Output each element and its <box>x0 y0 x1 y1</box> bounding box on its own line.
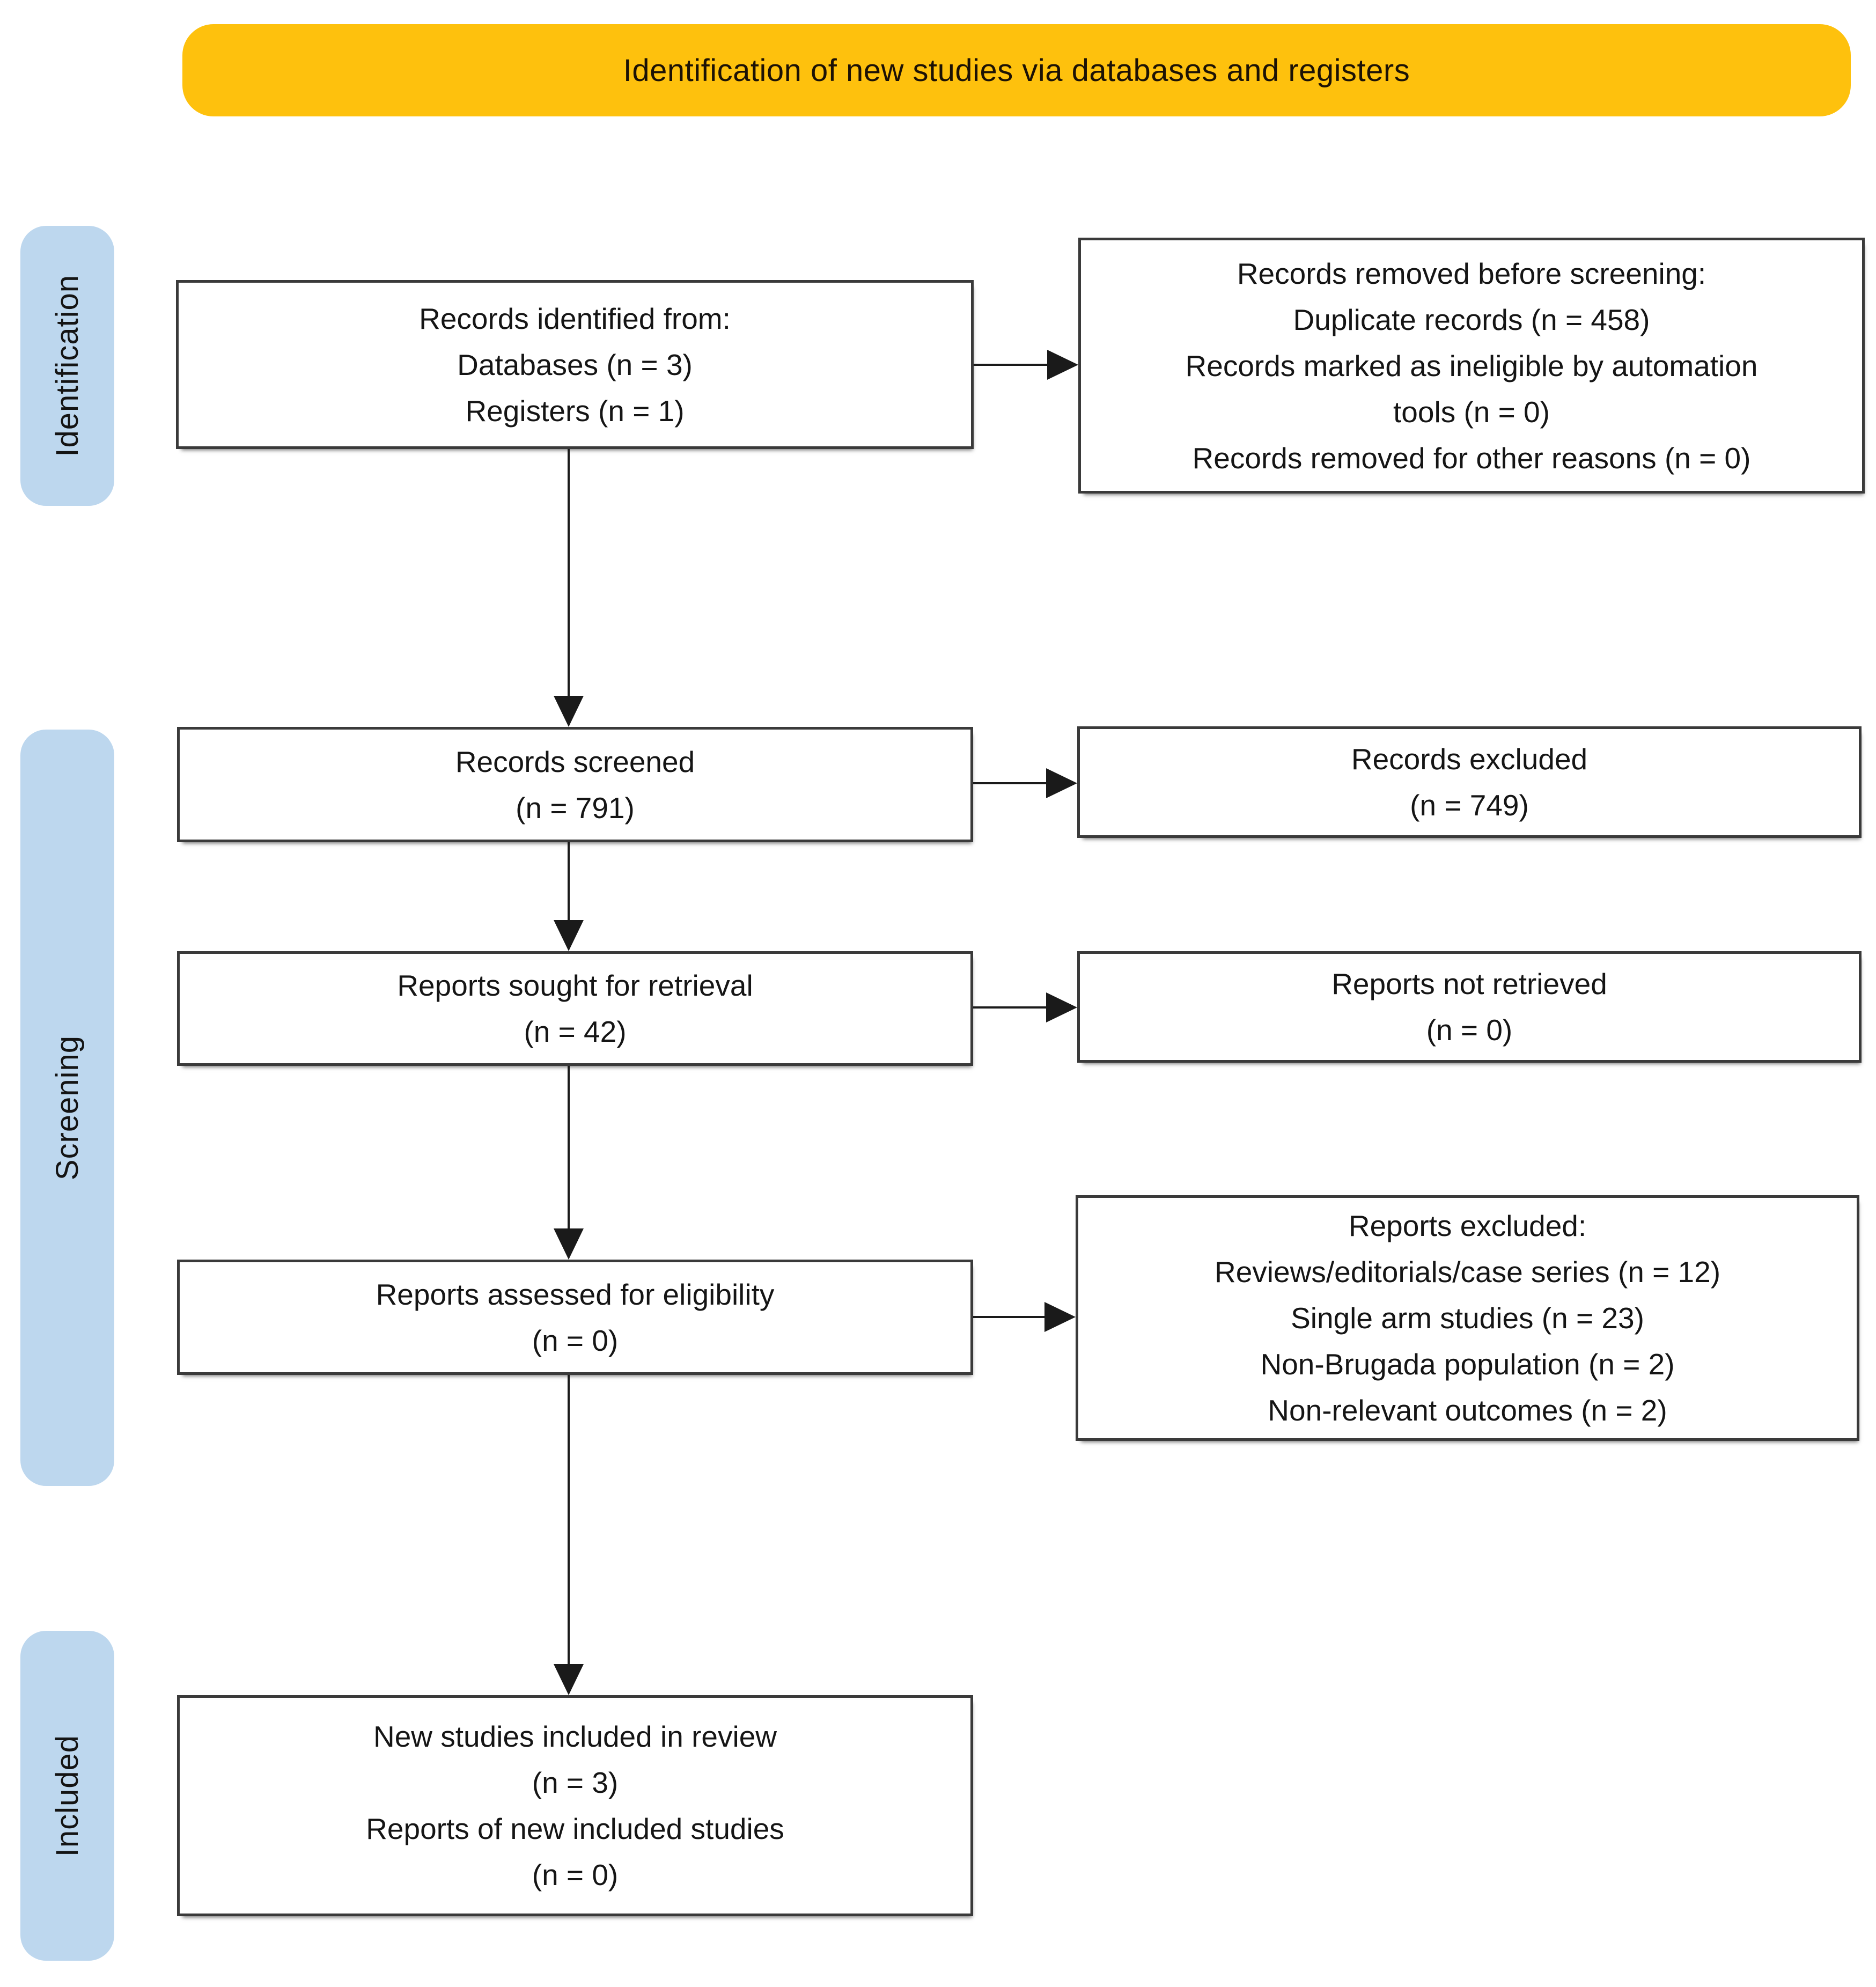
text-line: Registers (n = 1) <box>465 394 685 428</box>
box-text: Records removed before screening: Duplic… <box>1081 251 1862 481</box>
text-line: (n = 42) <box>524 1015 627 1048</box>
connector-line-screened-to-sought <box>568 842 570 921</box>
text-line: Duplicate records (n = 458) <box>1293 303 1650 336</box>
text-line: New studies included in review <box>373 1720 777 1753</box>
title-banner-label: Identification of new studies via databa… <box>623 53 1410 88</box>
text-line: Databases (n = 3) <box>457 348 693 381</box>
arrow-down-icon <box>554 1664 584 1695</box>
box-reports-excluded: Reports excluded: Reviews/editorials/cas… <box>1076 1195 1859 1441</box>
box-text: Records screened (n = 791) <box>180 739 970 831</box>
text-line: Non-Brugada population (n = 2) <box>1260 1348 1675 1381</box>
stage-tab-screening: Screening <box>20 730 114 1486</box>
text-line: Records excluded <box>1351 742 1588 776</box>
stage-tab-label: Screening <box>50 1035 85 1181</box>
box-text: Records excluded (n = 749) <box>1080 736 1859 828</box>
text-line: Reports not retrieved <box>1331 967 1607 1000</box>
arrow-down-icon <box>554 696 584 727</box>
connector-line-sought-to-assessed <box>568 1066 570 1230</box>
text-line: Records screened <box>455 745 695 778</box>
box-text: Reports sought for retrieval (n = 42) <box>180 962 970 1055</box>
text-line: Records removed before screening: <box>1237 256 1706 290</box>
stage-tab-included: Included <box>20 1631 114 1961</box>
text-line: Reviews/editorials/case series (n = 12) <box>1214 1255 1721 1289</box>
connector-line-identified-to-removed <box>974 364 1047 366</box>
box-text: Records identified from: Databases (n = … <box>179 296 971 434</box>
arrow-right-icon <box>1044 1302 1076 1332</box>
text-line: (n = 3) <box>532 1766 619 1799</box>
box-records-excluded: Records excluded (n = 749) <box>1077 726 1862 838</box>
arrow-right-icon <box>1046 768 1077 798</box>
text-line: (n = 0) <box>532 1858 619 1892</box>
text-line: (n = 749) <box>1410 789 1529 822</box>
text-line: Reports of new included studies <box>366 1812 784 1845</box>
connector-line-assessed-to-included <box>568 1375 570 1665</box>
text-line: Single arm studies (n = 23) <box>1291 1301 1644 1335</box>
arrow-right-icon <box>1046 992 1077 1022</box>
stage-tab-label: Identification <box>50 275 85 457</box>
text-line: Reports assessed for eligibility <box>376 1277 775 1311</box>
box-text: Reports not retrieved (n = 0) <box>1080 961 1859 1053</box>
text-line: Non-relevant outcomes (n = 2) <box>1268 1394 1667 1427</box>
text-line: (n = 0) <box>532 1323 619 1357</box>
text-line: Records identified from: <box>419 301 731 335</box>
box-records-identified: Records identified from: Databases (n = … <box>176 280 974 449</box>
connector-line-identified-to-screened <box>568 449 570 699</box>
box-text: Reports excluded: Reviews/editorials/cas… <box>1078 1203 1857 1433</box>
box-reports-sought: Reports sought for retrieval (n = 42) <box>177 951 973 1066</box>
box-new-studies-included: New studies included in review (n = 3) R… <box>177 1695 973 1916</box>
box-reports-assessed: Reports assessed for eligibility (n = 0) <box>177 1260 973 1375</box>
text-line: Reports excluded: <box>1348 1209 1587 1242</box>
arrow-right-icon <box>1047 350 1078 380</box>
text-line: Reports sought for retrieval <box>397 969 753 1002</box>
title-banner: Identification of new studies via databa… <box>182 24 1851 116</box>
text-line: Records removed for other reasons (n = 0… <box>1192 441 1751 475</box>
arrow-down-icon <box>554 920 584 951</box>
text-line: Records marked as ineligible by automati… <box>1185 349 1758 382</box>
stage-tab-identification: Identification <box>20 226 114 506</box>
box-records-removed: Records removed before screening: Duplic… <box>1078 238 1865 494</box>
connector-line-sought-to-not-retrieved <box>973 1006 1046 1009</box>
box-reports-not-retrieved: Reports not retrieved (n = 0) <box>1077 951 1862 1063</box>
connector-line-screened-to-excluded <box>973 782 1046 784</box>
connector-line-assessed-to-reports-excluded <box>973 1316 1044 1318</box>
box-text: Reports assessed for eligibility (n = 0) <box>180 1271 970 1364</box>
text-line: tools (n = 0) <box>1393 395 1550 429</box>
stage-tab-label: Included <box>50 1734 85 1857</box>
box-text: New studies included in review (n = 3) R… <box>180 1713 970 1898</box>
text-line: (n = 791) <box>516 791 635 825</box>
box-records-screened: Records screened (n = 791) <box>177 727 973 842</box>
text-line: (n = 0) <box>1426 1013 1513 1047</box>
arrow-down-icon <box>554 1228 584 1260</box>
